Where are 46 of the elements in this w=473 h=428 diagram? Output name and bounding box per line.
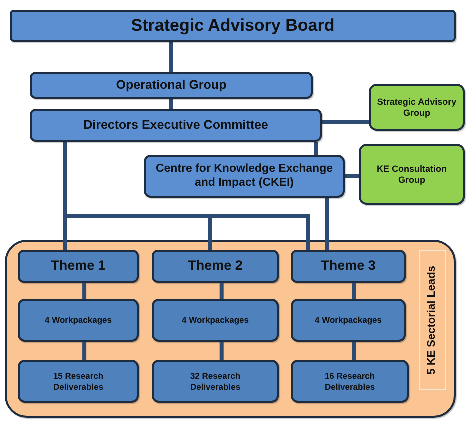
connector-line bbox=[345, 174, 359, 178]
org-box bbox=[291, 299, 406, 342]
connector-line bbox=[352, 283, 356, 299]
org-box bbox=[291, 360, 409, 403]
box-label: Operational Group bbox=[116, 78, 227, 93]
connector-line bbox=[322, 120, 369, 124]
connector-line bbox=[170, 42, 174, 72]
org-box bbox=[18, 299, 139, 342]
side-label-box bbox=[419, 250, 446, 390]
connector-line bbox=[82, 342, 87, 360]
org-box bbox=[10, 10, 456, 42]
box-label: Strategic Advisory Board bbox=[131, 16, 335, 36]
org-box bbox=[369, 84, 465, 131]
org-box bbox=[291, 250, 406, 283]
box-label: KE Consultation Group bbox=[376, 164, 448, 186]
box-label: Centre for Knowledge Exchange and Impact (CKEI) bbox=[154, 162, 334, 190]
box-label: 16 Research Deliverables bbox=[324, 371, 376, 392]
box-label: 4 Workpackages bbox=[315, 315, 382, 326]
connector-line bbox=[325, 198, 329, 250]
connector-line bbox=[220, 342, 224, 360]
connector-line bbox=[63, 142, 310, 250]
org-box bbox=[30, 72, 313, 99]
connector-line bbox=[82, 283, 87, 299]
connector-line bbox=[352, 342, 356, 360]
box-label: Theme 2 bbox=[188, 258, 243, 275]
box-label: 5 KE Sectorial Leads bbox=[426, 266, 439, 374]
box-label: 32 Research Deliverables bbox=[189, 371, 242, 392]
org-box bbox=[30, 109, 322, 142]
box-label: 4 Workpackages bbox=[45, 315, 112, 326]
themes-panel bbox=[5, 240, 456, 418]
connector-line bbox=[220, 283, 224, 299]
box-label: 15 Research Deliverables bbox=[52, 371, 105, 392]
connector-line bbox=[170, 99, 174, 109]
box-label: Directors Executive Committee bbox=[84, 118, 268, 133]
org-box bbox=[18, 250, 139, 283]
connector-line bbox=[314, 142, 318, 155]
org-box bbox=[359, 144, 465, 205]
org-box bbox=[144, 155, 345, 198]
box-label: Strategic Advisory Group bbox=[376, 96, 458, 118]
org-box bbox=[152, 360, 279, 403]
org-box bbox=[152, 250, 279, 283]
org-box bbox=[18, 360, 139, 403]
org-box bbox=[152, 299, 279, 342]
box-label: Theme 1 bbox=[51, 258, 106, 275]
box-label: 4 Workpackages bbox=[182, 315, 249, 326]
box-label: Theme 3 bbox=[321, 258, 376, 275]
